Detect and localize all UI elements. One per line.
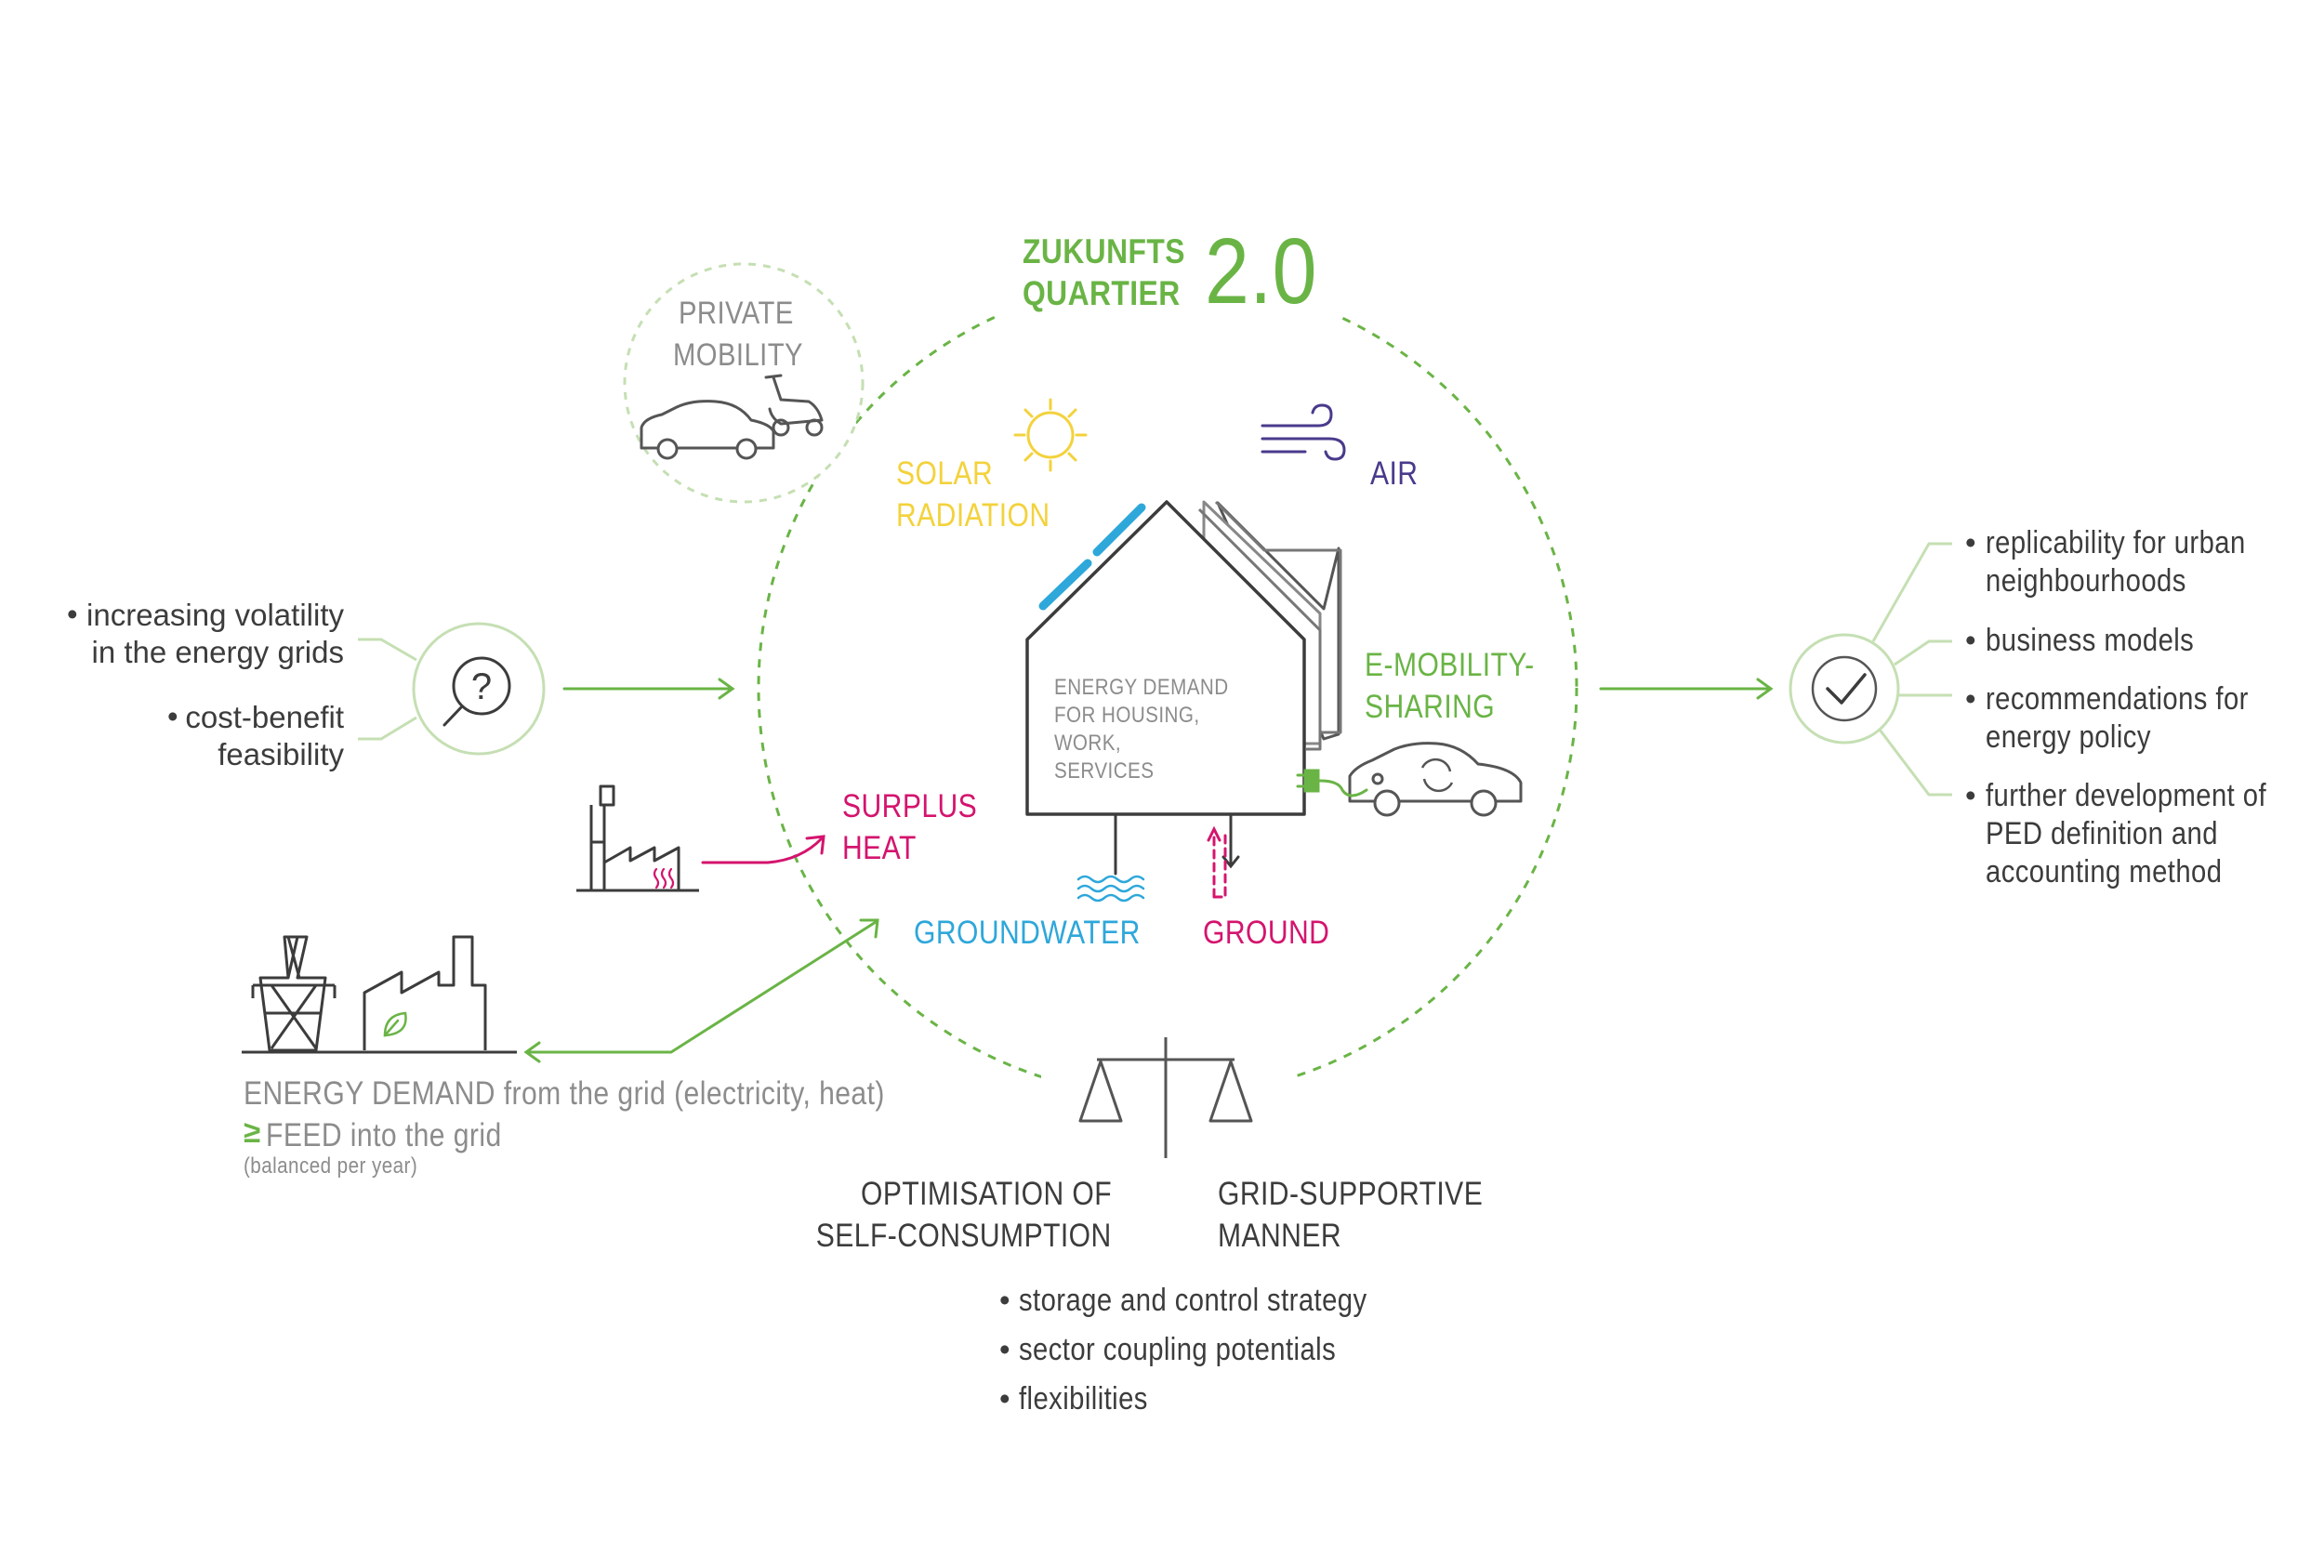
outcome-bullet-4: • — [1965, 778, 1977, 812]
scooter-icon — [764, 374, 824, 437]
outcome-bullet-3: • — [1965, 681, 1977, 716]
title-line-2: QUARTIER — [1023, 274, 1181, 312]
house-icon — [1025, 500, 1322, 816]
outcome-4-line-1: further development of — [1986, 778, 2267, 813]
ground-arrows-icon — [1207, 812, 1240, 899]
private-mobility-line-1: PRIVATE — [679, 296, 794, 331]
pylon-icon — [251, 935, 337, 1052]
title-version: 2.0 — [1205, 219, 1317, 323]
emobility-line-1: E-MOBILITY- — [1365, 647, 1535, 683]
outcome-bullet-1: • — [1965, 525, 1977, 560]
wind-icon — [1261, 403, 1346, 461]
right-connectors — [1871, 542, 1952, 797]
leaf-icon — [383, 1011, 407, 1037]
challenge-2-line-2: feasibility — [218, 737, 344, 771]
strategy-bullet-3: • — [999, 1381, 1011, 1416]
emobility-line-2: SHARING — [1365, 689, 1496, 725]
outcome-2-line-1: business models — [1986, 623, 2195, 658]
title-line-1: ZUKUNFTS — [1023, 232, 1185, 270]
challenge-1-line-2: in the energy grids — [91, 635, 345, 669]
outcome-1-line-2: neighbourhoods — [1986, 563, 2186, 599]
strategy-item-2: sector coupling potentials — [1019, 1332, 1337, 1367]
grid-line-2: FEED into the grid — [266, 1117, 502, 1153]
e-car-icon — [1348, 742, 1523, 817]
solar-line-2: RADIATION — [896, 497, 1050, 534]
air-label: AIR — [1370, 455, 1419, 492]
private-mobility-line-2: MOBILITY — [673, 337, 803, 373]
challenge-1-bullet: • — [67, 597, 79, 631]
heat-wave-icon — [653, 867, 675, 889]
green-factory-icon — [363, 935, 487, 1050]
question-circle — [412, 622, 546, 756]
challenge-item: cost-benefit feasibility — [86, 699, 344, 773]
surplus-heat-line-2: HEAT — [842, 830, 917, 866]
grid-geq-symbol: ≥ — [244, 1114, 261, 1149]
house-text-line-3: WORK, — [1054, 731, 1122, 756]
surplus-heat-line-1: SURPLUS — [842, 788, 978, 824]
solar-panel-icon — [1038, 503, 1146, 611]
challenges-list: increasing volatility in the energy grid… — [86, 597, 344, 773]
grid-exchange-arrow — [523, 918, 879, 1063]
question-magnifier-icon — [442, 656, 511, 727]
solar-line-1: SOLAR — [896, 455, 994, 492]
grid-supportive-line-2: MANNER — [1218, 1218, 1342, 1254]
strategy-item-3: flexibilities — [1019, 1381, 1148, 1416]
arrow-icon — [562, 678, 1774, 700]
challenge-1-line-1: increasing volatility — [86, 598, 344, 632]
grid-supportive-line-1: GRID-SUPPORTIVE — [1218, 1176, 1484, 1212]
balance-scale-icon — [1078, 1037, 1253, 1158]
surplus-heat-arrow — [701, 835, 825, 864]
question-mark: ? — [471, 666, 492, 707]
strategy-bullet-2: • — [999, 1332, 1011, 1366]
outcome-4-line-2: PED definition and — [1986, 816, 2218, 851]
strategy-bullet-1: • — [999, 1283, 1011, 1317]
ground-label: GROUND — [1203, 915, 1330, 951]
outcome-3-line-1: recommendations for — [1986, 681, 2249, 717]
optimisation-line-1: OPTIMISATION OF — [860, 1176, 1112, 1212]
check-circle — [1789, 633, 1900, 744]
house-text-line-1: ENERGY DEMAND — [1054, 675, 1229, 700]
groundwater-label: GROUNDWATER — [914, 915, 1141, 951]
title-gap — [999, 209, 1339, 344]
challenge-2-line-1: cost-benefit — [185, 700, 344, 734]
plug-icon — [1296, 769, 1368, 797]
outcome-4-line-3: accounting method — [1986, 854, 2223, 889]
grid-line-3: (balanced per year) — [244, 1153, 418, 1179]
challenge-item: increasing volatility in the energy grid… — [86, 597, 344, 699]
house-back-layers — [1197, 500, 1342, 751]
outcome-1-line-1: replicability for urban — [1986, 525, 2246, 560]
optimisation-line-2: SELF-CONSUMPTION — [816, 1218, 1112, 1254]
challenge-2-bullet: • — [167, 699, 179, 733]
outcome-bullet-2: • — [1965, 623, 1977, 657]
checkmark-icon — [1811, 655, 1878, 722]
outcome-3-line-2: energy policy — [1986, 719, 2151, 755]
strategy-item-1: storage and control strategy — [1019, 1283, 1367, 1318]
house-text-line-4: SERVICES — [1054, 758, 1155, 784]
grid-line-1: ENERGY DEMAND from the grid (electricity… — [244, 1075, 885, 1112]
factory-icon — [576, 784, 699, 892]
left-connectors — [358, 638, 417, 741]
water-waves-icon — [1076, 812, 1145, 903]
sun-icon — [1013, 398, 1088, 472]
house-text-line-2: FOR HOUSING, — [1054, 703, 1200, 728]
car-icon — [640, 400, 775, 460]
